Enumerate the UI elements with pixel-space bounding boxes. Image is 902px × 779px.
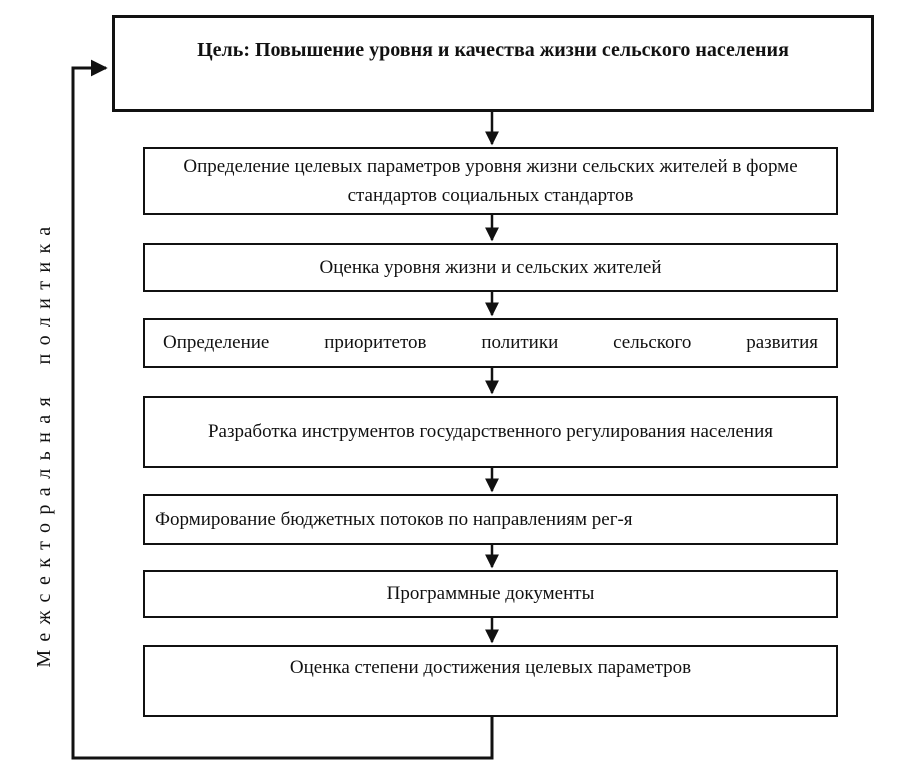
step-box-regulation-instruments: Разработка инструментов государственного… — [143, 396, 838, 468]
step-box-policy-priorities: Определение приоритетов политики сельско… — [143, 318, 838, 368]
step-box-target-parameters: Определение целевых параметров уровня жи… — [143, 147, 838, 215]
step-box-program-documents: Программные документы — [143, 570, 838, 618]
step-box-budget-flows: Формирование бюджетных потоков по направ… — [143, 494, 838, 545]
side-label-intersectoral-policy: Межсекторальная политика — [33, 218, 55, 668]
step-box-achievement-assessment: Оценка степени достижения целевых параме… — [143, 645, 838, 717]
goal-box: Цель: Повышение уровня и качества жизни … — [112, 15, 874, 112]
step-box-living-standard-assessment: Оценка уровня жизни и сельских жителей — [143, 243, 838, 292]
